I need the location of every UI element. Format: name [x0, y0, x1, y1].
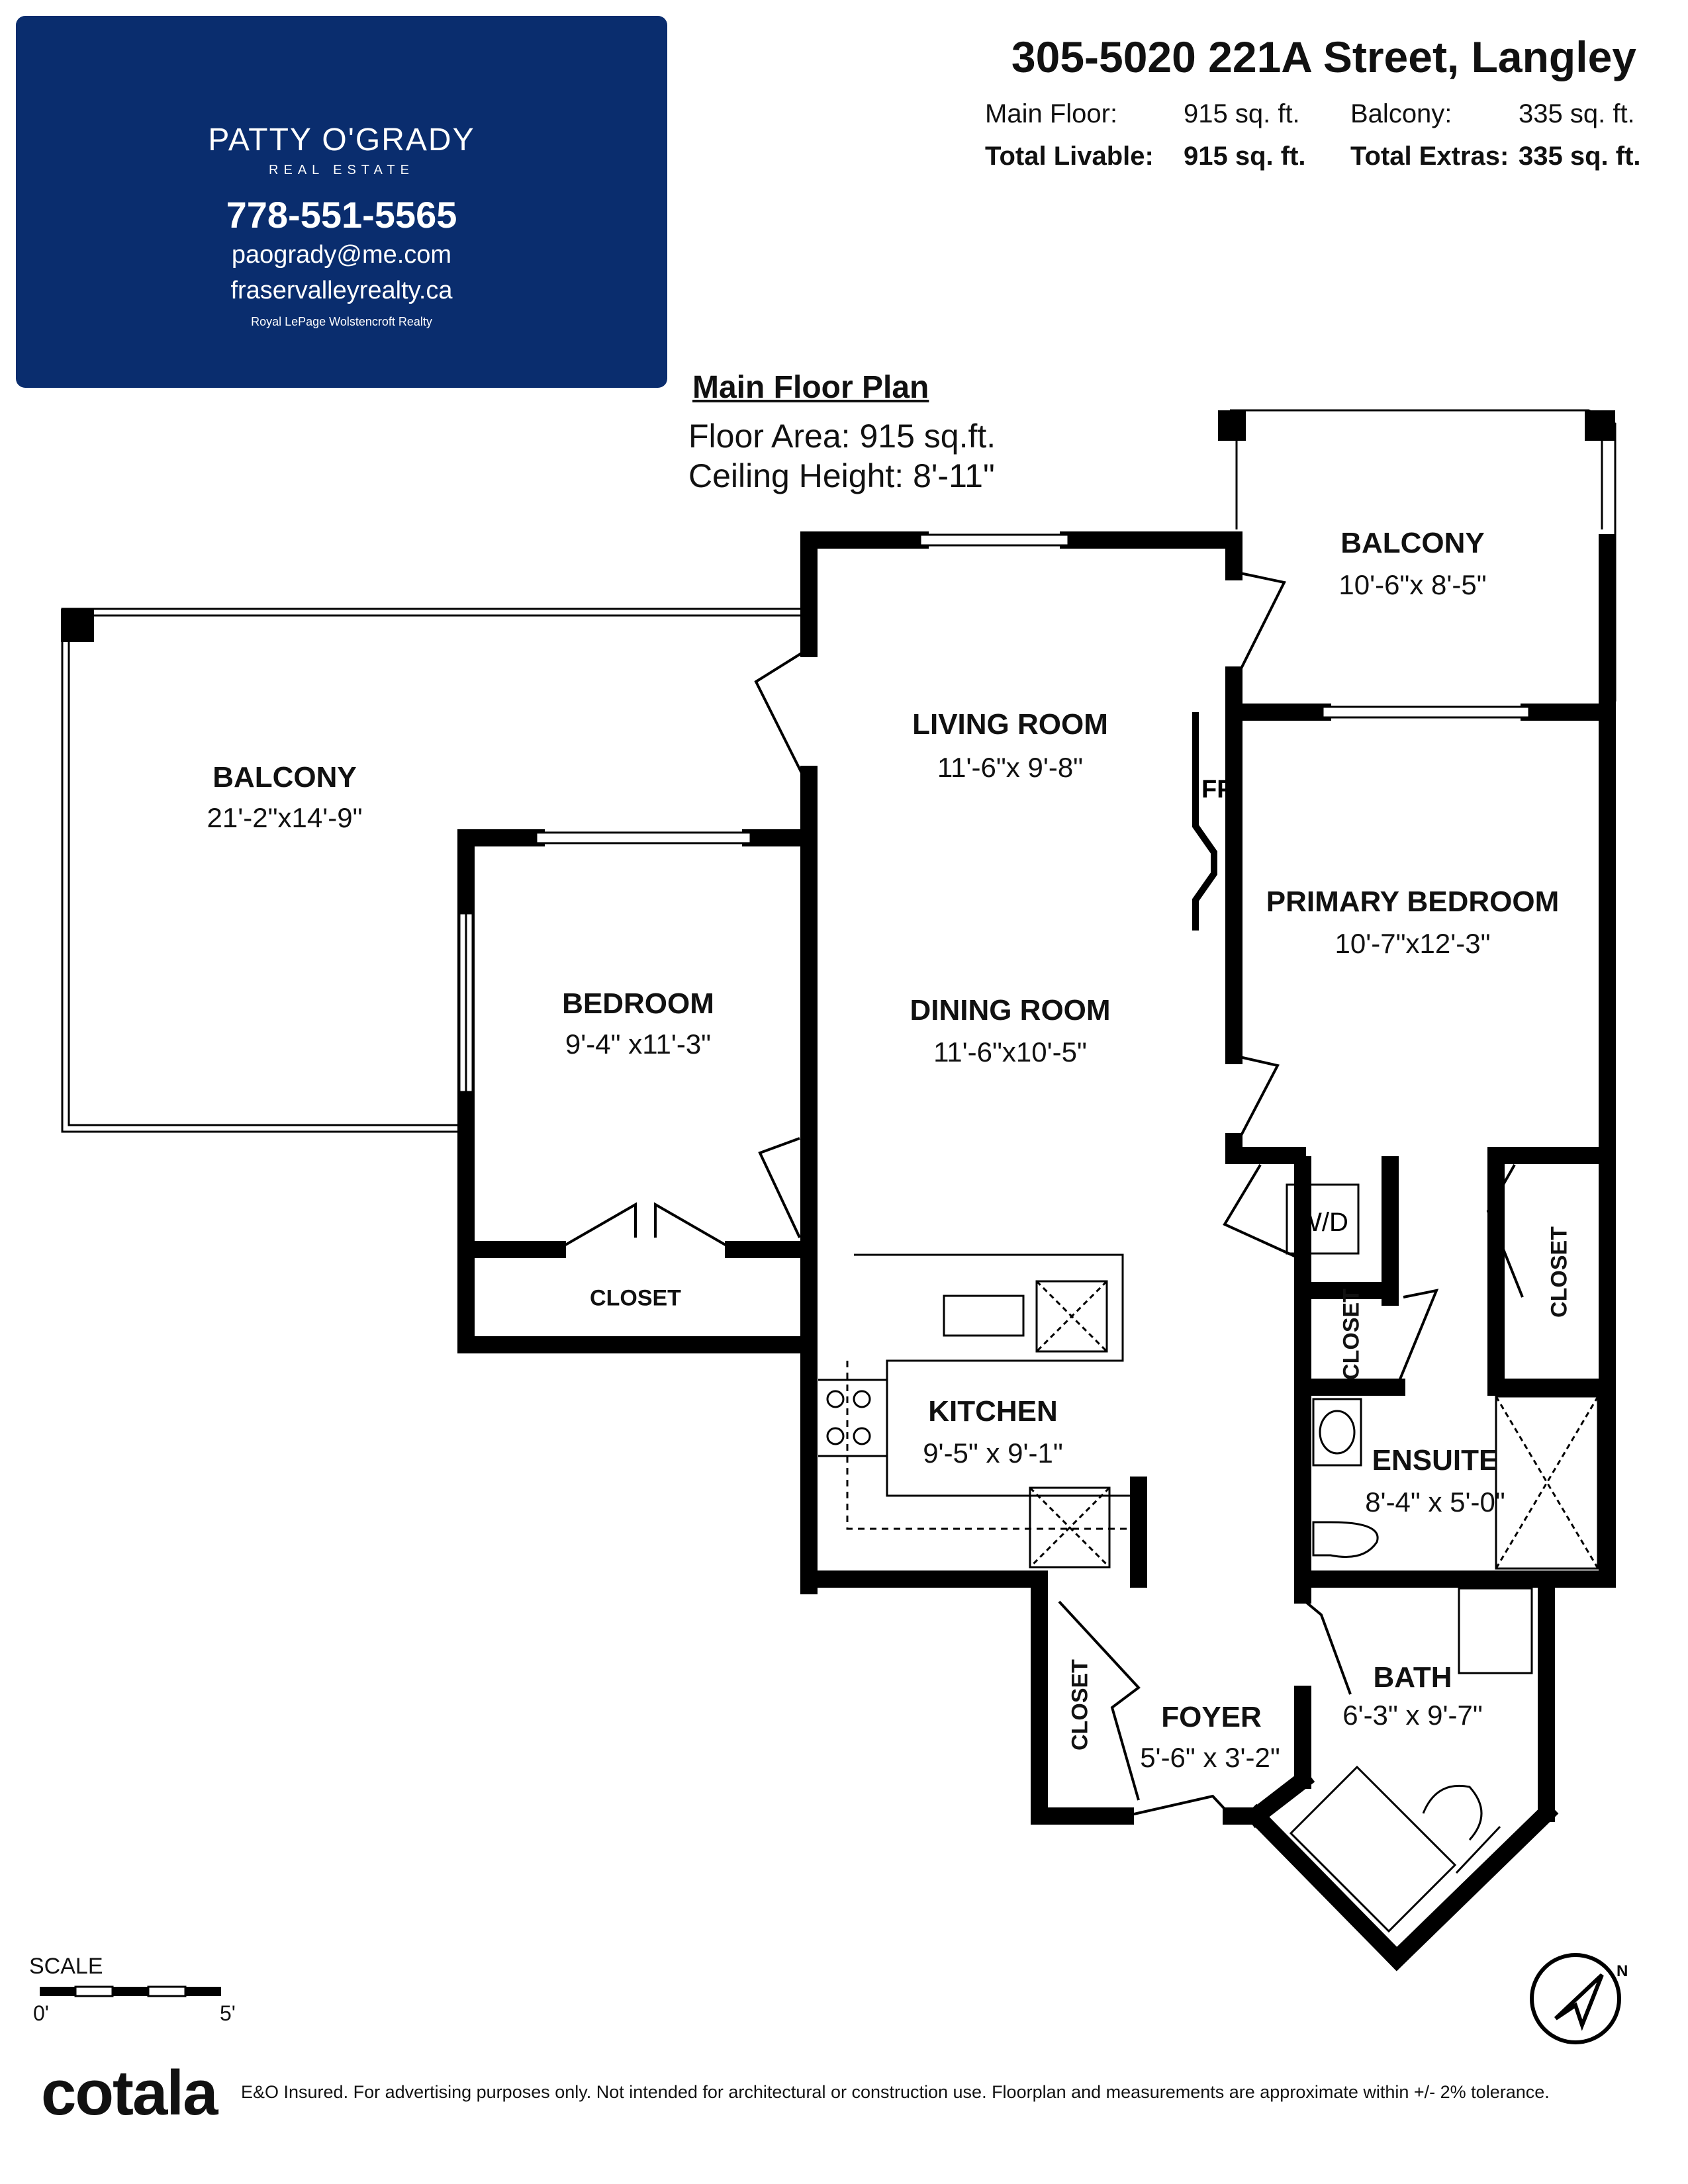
total-extras-label: Total Extras: — [1350, 142, 1509, 171]
closet-label-foyer: CLOSET — [1067, 1659, 1093, 1751]
dining-room-name: DINING ROOM — [910, 994, 1111, 1026]
bathroom-fixtures — [1289, 1395, 1599, 1933]
kitchen-fixtures — [818, 1253, 1139, 1569]
agent-email: paogrady@me.com — [231, 241, 452, 269]
washer-dryer-box — [1286, 1183, 1360, 1255]
closet-label-bedroom: CLOSET — [590, 1285, 681, 1311]
agent-brand-subtitle: REAL ESTATE — [269, 163, 414, 177]
closet-label-primary-right: CLOSET — [1546, 1226, 1572, 1318]
scale-start-label: 0' — [33, 2001, 49, 2025]
total-extras-value: 335 sq. ft. — [1519, 142, 1641, 171]
foyer-dims: 5'-6" x 3'-2" — [1140, 1742, 1280, 1773]
total-livable-label: Total Livable: — [985, 142, 1154, 171]
disclaimer-text: E&O Insured. For advertising purposes on… — [241, 2082, 1550, 2102]
living-room-dims: 11'-6"x 9'-8" — [937, 752, 1084, 783]
kitchen-dims: 9'-5" x 9'-1" — [923, 1437, 1063, 1469]
agent-website: fraservalleyrealty.ca — [230, 277, 453, 304]
fireplace — [1192, 712, 1217, 931]
scale-label: SCALE — [29, 1954, 103, 1979]
plan-title: Main Floor Plan — [692, 370, 929, 405]
balcony-right-dims: 10'-6"x 8'-5" — [1338, 569, 1487, 600]
agent-brand-logo: PATTY O'GRADY — [208, 122, 475, 158]
balcony-left-dims: 21'-2"x14'-9" — [207, 802, 363, 833]
scale-end-label: 5' — [220, 2001, 236, 2025]
agent-brokerage: Royal LePage Wolstencroft Realty — [251, 315, 432, 328]
balcony-left-post — [61, 609, 94, 642]
total-livable-value: 915 sq. ft. — [1184, 142, 1306, 171]
bedroom-name: BEDROOM — [562, 987, 714, 1020]
compass-north-label: N — [1617, 1962, 1628, 1980]
balcony-left-outline — [61, 608, 801, 1133]
compass-icon — [1530, 1953, 1621, 2044]
ceiling-height: Ceiling Height: 8'-11" — [688, 457, 995, 494]
balcony-value: 335 sq. ft. — [1519, 99, 1635, 128]
balcony-right-post-right — [1585, 410, 1615, 441]
cotala-logo: cotala — [41, 2058, 218, 2128]
foyer-name: FOYER — [1161, 1701, 1262, 1733]
bedroom-dims: 9'-4" x11'-3" — [565, 1028, 712, 1060]
scale-bar — [40, 1985, 221, 1997]
floor-area: Floor Area: 915 sq.ft. — [688, 418, 996, 455]
balcony-label: Balcony: — [1350, 99, 1452, 128]
primary-bedroom-name: PRIMARY BEDROOM — [1266, 886, 1560, 918]
balcony-right-post-left — [1218, 410, 1246, 441]
balcony-right-name: BALCONY — [1340, 527, 1485, 559]
bath-dims: 6'-3" x 9'-7" — [1342, 1700, 1483, 1731]
washer-dryer-label: W/D — [1297, 1208, 1348, 1237]
bath-name: BATH — [1373, 1661, 1452, 1694]
agent-card: PATTY O'GRADY REAL ESTATE 778-551-5565 p… — [16, 16, 667, 388]
closet-label-primary-left: CLOSET — [1338, 1289, 1364, 1380]
main-floor-value: 915 sq. ft. — [1184, 99, 1300, 128]
door-swings — [557, 570, 1524, 1817]
windows — [458, 533, 1530, 1093]
ensuite-dims: 8'-4" x 5'-0" — [1365, 1486, 1505, 1518]
living-room-name: LIVING ROOM — [912, 708, 1108, 741]
balcony-left-name: BALCONY — [212, 761, 357, 794]
fireplace-label: FP — [1201, 776, 1234, 803]
agent-phone: 778-551-5565 — [226, 194, 457, 236]
walls — [457, 531, 1616, 1972]
dining-room-dims: 11'-6"x10'-5" — [933, 1036, 1087, 1068]
primary-bedroom-dims: 10'-7"x12'-3" — [1335, 928, 1491, 959]
property-address: 305-5020 221A Street, Langley — [1011, 32, 1636, 81]
kitchen-name: KITCHEN — [928, 1395, 1058, 1428]
ensuite-name: ENSUITE — [1372, 1444, 1499, 1477]
main-floor-label: Main Floor: — [985, 99, 1118, 128]
